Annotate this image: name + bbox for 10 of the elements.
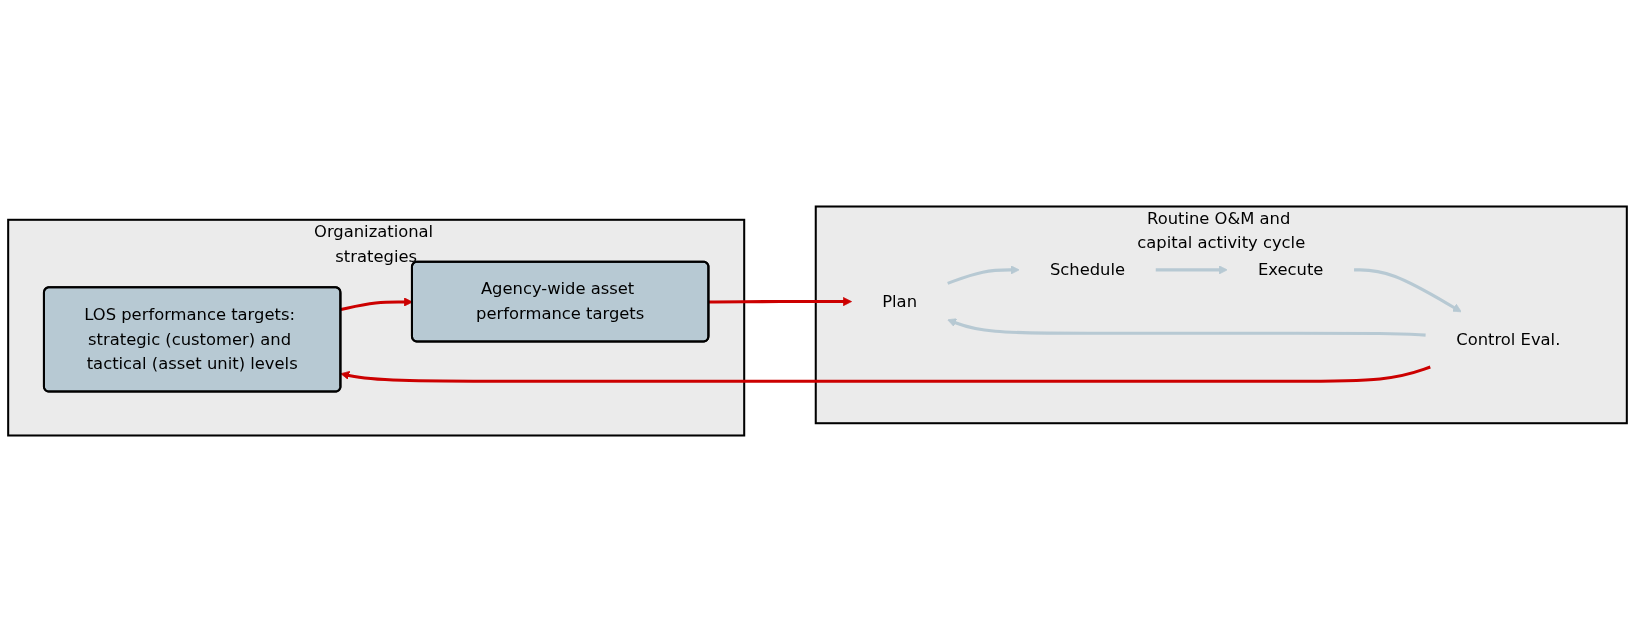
- arrow: [1354, 268, 1462, 313]
- arrow: [708, 297, 852, 307]
- node-text: Schedule: [1049, 259, 1126, 280]
- node-text: Execute: [1257, 259, 1324, 280]
- arrow: [947, 265, 1020, 285]
- arrow: [1155, 265, 1228, 275]
- arrow: [947, 318, 1426, 337]
- node-text: Plan: [882, 291, 918, 311]
- node-text: Control Eval.: [1456, 329, 1561, 349]
- arrow: [340, 365, 1431, 383]
